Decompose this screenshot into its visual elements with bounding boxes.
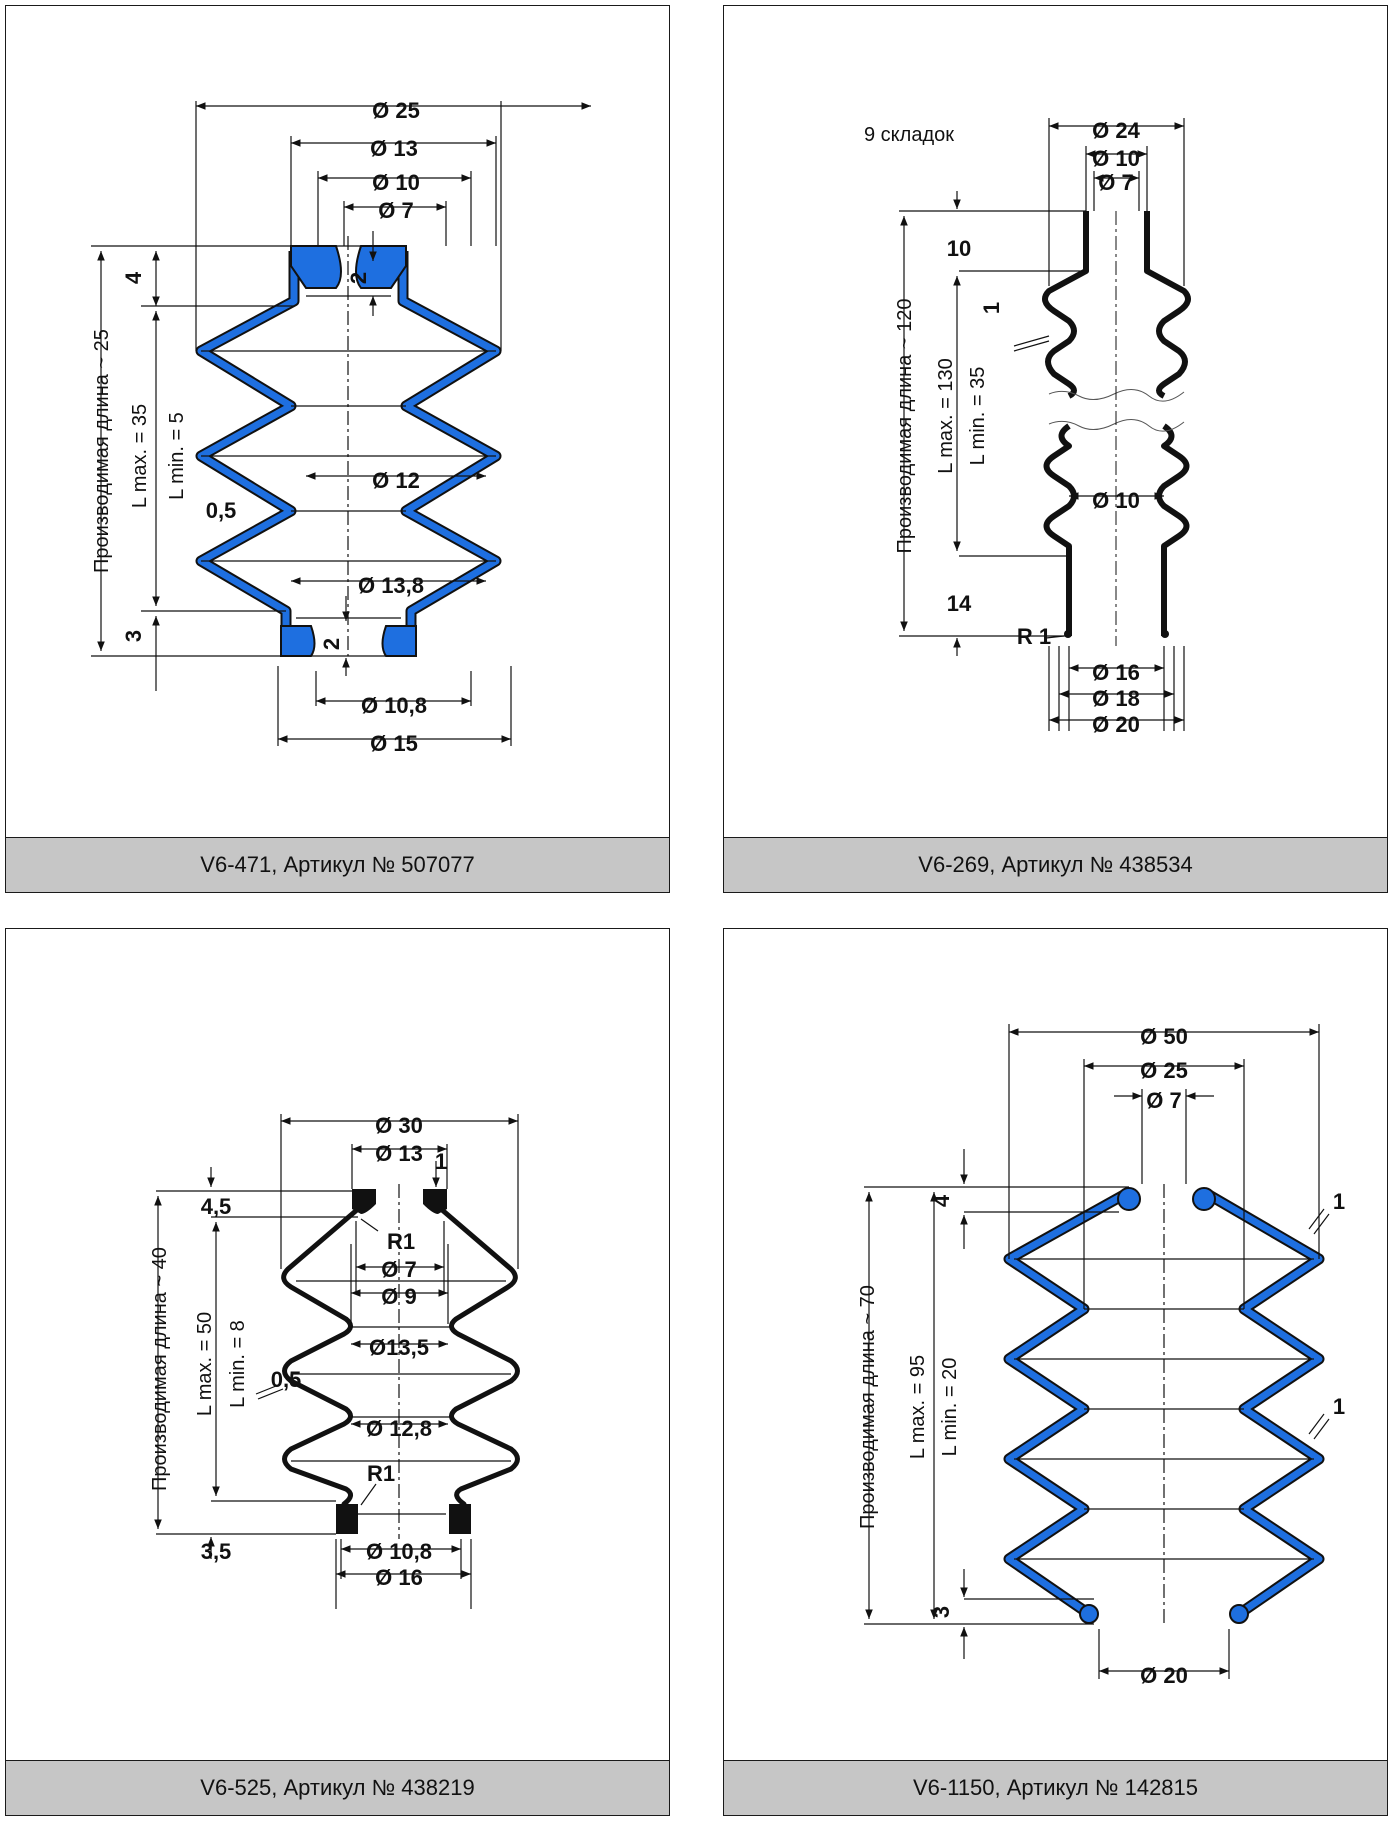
dim-d16: Ø 16 [1092, 660, 1140, 685]
dim-production-length: Производимая длина ~ 25 [91, 329, 113, 573]
bellows-drawing-v6-269: 9 складок Ø 24 Ø 10 Ø 7 Ø 10 Ø 16 Ø 18 Ø… [864, 118, 1191, 737]
dim-d12-8: Ø 12,8 [366, 1416, 432, 1441]
dim-d20: Ø 20 [1140, 1663, 1188, 1688]
dim-lmax: L max. = 95 [907, 1355, 929, 1459]
bellows-drawing-v6-1150: Ø 50 Ø 25 Ø 7 Ø 20 4 3 1 1 Производимая … [857, 1024, 1345, 1688]
dim-d50: Ø 50 [1140, 1024, 1188, 1049]
dim-r1: R 1 [1017, 624, 1051, 649]
dim-production-length: Производимая длина ~ 40 [149, 1247, 171, 1491]
dim-h10: 10 [947, 236, 971, 261]
dim-r1-bottom: R1 [367, 1461, 395, 1486]
dim-d10-8: Ø 10,8 [366, 1539, 432, 1564]
dim-thickness-top: 1 [1333, 1189, 1345, 1214]
dim-thickness-mid: 1 [1333, 1394, 1345, 1419]
dim-h2-bottom: 2 [319, 638, 344, 650]
dim-h3: 3 [929, 1606, 954, 1618]
dim-production-length: Производимая длина ~ 70 [857, 1285, 879, 1529]
dim-lmin: L min. = 5 [166, 412, 188, 500]
dim-d18: Ø 18 [1092, 686, 1140, 711]
dim-lmin: L min. = 35 [967, 367, 989, 466]
dim-production-length: Производимая длина ~ 120 [894, 299, 916, 554]
dim-d15: Ø 15 [370, 731, 418, 756]
dim-d13: Ø 13 [375, 1141, 423, 1166]
bellows-drawing-v6-471: Ø 25 Ø 13 Ø 10 Ø 7 Ø 12 Ø 13,8 Ø 10,8 Ø … [91, 98, 591, 756]
drawing-panel-v6-471: Ø 25 Ø 13 Ø 10 Ø 7 Ø 12 Ø 13,8 Ø 10,8 Ø … [5, 5, 670, 893]
dim-d25: Ø 25 [372, 98, 420, 123]
dim-d7: Ø 7 [381, 1257, 416, 1282]
drawing-panel-v6-1150: Ø 50 Ø 25 Ø 7 Ø 20 4 3 1 1 Производимая … [723, 928, 1388, 1816]
dim-d16: Ø 16 [375, 1565, 423, 1590]
bellows-drawing-v6-525: Ø 30 Ø 13 1 R1 Ø 7 Ø 9 Ø13,5 Ø 12,8 R1 Ø… [149, 1113, 520, 1609]
dim-d13-8: Ø 13,8 [358, 573, 424, 598]
panel-caption: V6-1150, Артикул № 142815 [724, 1760, 1387, 1815]
dim-thickness: 1 [979, 302, 1004, 314]
dim-lmin: L min. = 20 [939, 1358, 961, 1457]
dim-thickness-side: 0,5 [271, 1367, 302, 1392]
panel-caption: V6-269, Артикул № 438534 [724, 837, 1387, 892]
dim-h4: 4 [929, 1194, 954, 1207]
dim-lmax: L max. = 130 [935, 358, 957, 473]
dim-d10-inner: Ø 10 [1092, 488, 1140, 513]
dim-d10: Ø 10 [372, 170, 420, 195]
dim-h4: 4 [121, 271, 146, 284]
dim-thickness: 0,5 [206, 498, 237, 523]
dim-h14: 14 [947, 591, 972, 616]
panel-caption: V6-471, Артикул № 507077 [6, 837, 669, 892]
panel-caption: V6-525, Артикул № 438219 [6, 1760, 669, 1815]
dim-d13-5: Ø13,5 [369, 1335, 429, 1360]
dim-lmin: L min. = 8 [227, 1320, 249, 1408]
dim-d10: Ø 10 [1092, 146, 1140, 171]
dim-d13: Ø 13 [370, 136, 418, 161]
dim-h4-5: 4,5 [201, 1194, 232, 1219]
dim-d7: Ø 7 [1098, 170, 1133, 195]
dim-r1-top: R1 [387, 1229, 415, 1254]
dim-d20: Ø 20 [1092, 712, 1140, 737]
dim-d7: Ø 7 [378, 198, 413, 223]
dim-d7: Ø 7 [1146, 1088, 1181, 1113]
dim-d24: Ø 24 [1092, 118, 1140, 143]
dim-h2-top: 2 [346, 272, 371, 284]
dim-h3-5: 3,5 [201, 1539, 232, 1564]
drawing-panel-v6-269: 9 складок Ø 24 Ø 10 Ø 7 Ø 10 Ø 16 Ø 18 Ø… [723, 5, 1388, 893]
drawing-panel-v6-525: Ø 30 Ø 13 1 R1 Ø 7 Ø 9 Ø13,5 Ø 12,8 R1 Ø… [5, 928, 670, 1816]
dim-thickness-top: 1 [435, 1149, 447, 1174]
dim-lmax: L max. = 35 [129, 404, 151, 508]
dim-d10-8: Ø 10,8 [361, 693, 427, 718]
dim-d12: Ø 12 [372, 468, 420, 493]
dim-d9: Ø 9 [381, 1284, 416, 1309]
folds-count: 9 складок [864, 124, 954, 146]
dim-h3: 3 [121, 630, 146, 642]
dim-lmax: L max. = 50 [194, 1312, 216, 1416]
dim-d25: Ø 25 [1140, 1058, 1188, 1083]
dim-d30: Ø 30 [375, 1113, 423, 1138]
